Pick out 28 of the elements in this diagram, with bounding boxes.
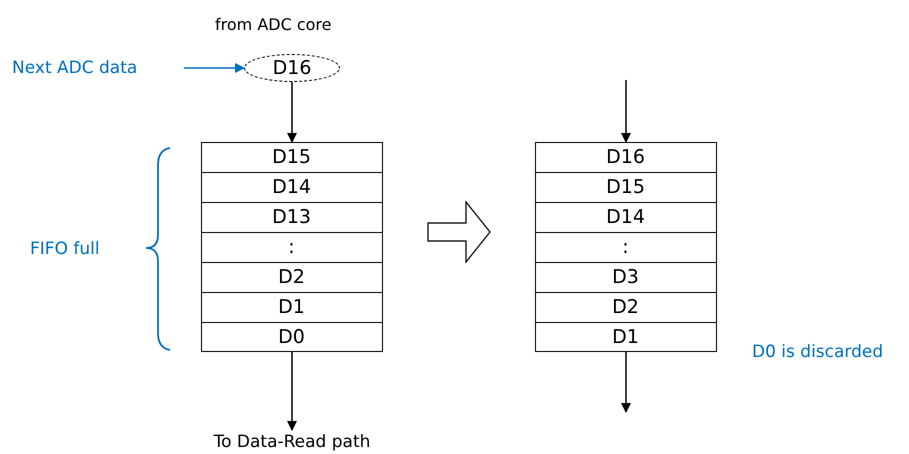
- node-text: D14: [272, 176, 311, 198]
- note-text: D0 is discarded: [752, 342, 884, 362]
- node-text: D2: [278, 266, 305, 288]
- node-text: FIFO full: [30, 239, 100, 259]
- arrow: [621, 80, 631, 143]
- arrow: [184, 63, 245, 73]
- node-text: :: [622, 236, 629, 258]
- caption-text: from ADC core: [215, 15, 332, 34]
- arrow: [287, 82, 297, 143]
- node-text: D14: [606, 206, 645, 228]
- node-text: D13: [272, 206, 311, 228]
- node-text: To Data-Read path: [214, 432, 370, 452]
- node-text: :: [288, 236, 295, 258]
- arrow: [287, 352, 297, 431]
- fifo-stack: [201, 142, 383, 352]
- arrow: [621, 352, 631, 413]
- node-text: D0: [278, 326, 305, 348]
- node-text: D2: [612, 296, 639, 318]
- hollow-arrow: [427, 200, 491, 264]
- node-text: D3: [612, 266, 639, 288]
- node-text: D16: [272, 57, 312, 79]
- fifo-stack: [535, 142, 717, 352]
- node-text: Next ADC data: [12, 58, 138, 78]
- node-text: D15: [272, 146, 311, 168]
- node-text: D15: [606, 176, 645, 198]
- node-text: D1: [278, 296, 305, 318]
- node-text: D1: [612, 326, 639, 348]
- node-text: D16: [606, 146, 645, 168]
